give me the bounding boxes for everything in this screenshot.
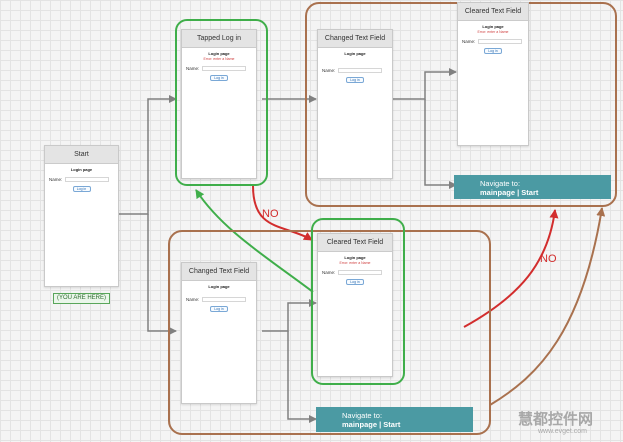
login-button: Log in xyxy=(346,279,364,285)
navigate-target: mainpage | Start xyxy=(342,420,401,429)
watermark-text: 慧都控件网 xyxy=(518,411,594,428)
red-no-arrow-1 xyxy=(252,185,313,241)
tapped-login-highlight xyxy=(175,19,268,186)
navigate-box-bottom[interactable]: Navigate to: mainpage | Start xyxy=(316,407,473,432)
name-label: Name: xyxy=(186,297,200,302)
brown-return-arrow xyxy=(489,207,606,406)
gray-connectors xyxy=(118,68,457,423)
red-no-arrow-2 xyxy=(463,209,559,328)
screen-title: Cleared Text Field xyxy=(458,3,528,21)
watermark-url: www.evget.com xyxy=(538,428,588,435)
connector-changed-to-cleared-top xyxy=(392,68,457,100)
error-message: Error: enter a Name xyxy=(339,261,371,265)
name-row: Name: xyxy=(462,39,528,44)
start-screen[interactable]: Start Login page Name: Log in xyxy=(44,145,119,287)
name-label: Name: xyxy=(49,177,63,182)
login-button: Log in xyxy=(346,77,364,83)
name-row: Name: xyxy=(322,68,392,73)
login-button: Log in xyxy=(210,306,228,312)
cleared-text-field-bottom-screen[interactable]: Cleared Text Field Login page Error: ent… xyxy=(317,233,393,377)
page-heading: Login page xyxy=(208,51,230,56)
navigate-label: Navigate to: xyxy=(480,179,521,188)
page-heading: Login page xyxy=(344,51,366,56)
connector-start-to-changed-bottom xyxy=(147,214,177,335)
no-label-1: NO xyxy=(262,208,279,220)
error-message: Error: enter a Name xyxy=(203,57,235,61)
login-button: Log in xyxy=(484,48,502,54)
page-heading: Login page xyxy=(344,255,366,260)
cleared-text-field-top-screen[interactable]: Cleared Text Field Login page Error: ent… xyxy=(457,2,529,146)
connector-changed-to-nav-top xyxy=(424,99,457,189)
name-input xyxy=(478,39,523,44)
login-button: Log in xyxy=(210,75,228,81)
bottom-group-frame xyxy=(168,230,491,435)
connector-start-to-tapped xyxy=(118,95,177,215)
name-label: Name: xyxy=(462,39,476,44)
tapped-login-screen[interactable]: Tapped Log in Login page Error: enter a … xyxy=(181,29,257,179)
name-label: Name: xyxy=(186,66,200,71)
screen-title: Tapped Log in xyxy=(182,30,256,48)
connector-changed-to-nav-bottom xyxy=(287,331,317,423)
changed-text-field-bottom-screen[interactable]: Changed Text Field Login page Name: Log … xyxy=(181,262,257,404)
page-heading: Login page xyxy=(482,24,504,29)
screen-title: Changed Text Field xyxy=(318,30,392,48)
navigate-label: Navigate to: xyxy=(342,411,383,420)
screen-title: Start xyxy=(45,146,118,164)
error-message: Error: enter a Name xyxy=(477,30,509,34)
name-label: Name: xyxy=(322,68,336,73)
name-row: Name: xyxy=(49,177,118,182)
name-input xyxy=(202,66,247,71)
connector-changed-to-cleared-bottom xyxy=(262,299,317,332)
name-input xyxy=(338,270,383,275)
green-return-arrow xyxy=(195,189,314,293)
page-heading: Login page xyxy=(208,284,230,289)
name-input xyxy=(202,297,247,302)
name-row: Name: xyxy=(322,270,392,275)
cleared-bottom-highlight xyxy=(311,218,405,385)
name-input xyxy=(65,177,110,182)
screen-title: Cleared Text Field xyxy=(318,234,392,252)
changed-text-field-top-screen[interactable]: Changed Text Field Login page Name: Log … xyxy=(317,29,393,179)
name-row: Name: xyxy=(186,66,256,71)
screen-title: Changed Text Field xyxy=(182,263,256,281)
navigate-box-top[interactable]: Navigate to: mainpage | Start xyxy=(454,175,611,199)
no-label-2: NO xyxy=(540,253,557,265)
navigate-target: mainpage | Start xyxy=(480,188,539,197)
name-input xyxy=(338,68,383,73)
login-button: Log in xyxy=(72,186,91,192)
page-heading: Login page xyxy=(70,167,93,172)
name-label: Name: xyxy=(322,270,336,275)
you-are-here-badge: (YOU ARE HERE) xyxy=(53,293,110,304)
name-row: Name: xyxy=(186,297,256,302)
